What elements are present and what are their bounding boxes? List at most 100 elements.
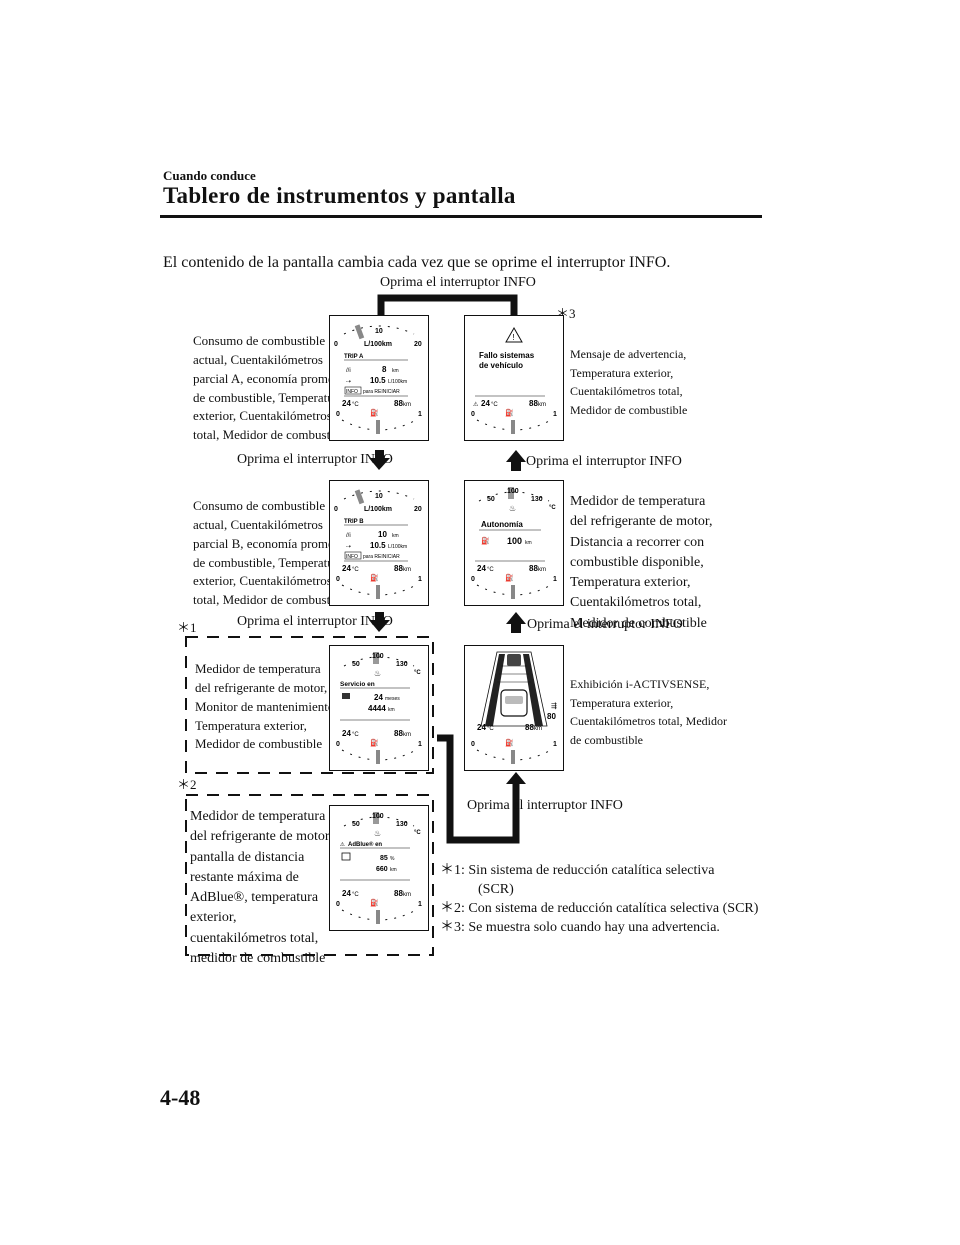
svg-text:1: 1: [418, 576, 422, 583]
svg-text:km: km: [392, 368, 399, 374]
svg-text:8: 8: [382, 365, 387, 374]
svg-text:⛽: ⛽: [505, 573, 514, 582]
desc-isense: Exhibición i-ACTIVSENSE,Temperatura exte…: [570, 677, 727, 747]
svg-text:130: 130: [531, 496, 543, 503]
svg-text:24: 24: [342, 889, 351, 898]
dashed-box-2: [185, 794, 434, 956]
gauge-trip-a: 0 10 20 L/100km TRIP A //i 8 km ⇢ 10.5 L…: [329, 315, 429, 441]
gauge-trip-b: 0 10 20 L/100km TRIP B //i 10 km ⇢ 10.5 …: [329, 480, 429, 606]
svg-text:Autonomía: Autonomía: [481, 520, 523, 529]
svg-text:km: km: [538, 567, 546, 573]
press-label-2: Oprima el interruptor INFO: [526, 454, 682, 469]
svg-text:0: 0: [471, 741, 475, 748]
svg-text:°C: °C: [352, 402, 359, 408]
svg-text:INFO: INFO: [346, 554, 358, 560]
svg-text:km: km: [534, 726, 542, 732]
svg-text:1: 1: [553, 741, 557, 748]
svg-text:km: km: [388, 707, 395, 713]
svg-text:85: 85: [380, 855, 388, 862]
svg-text:10.5: 10.5: [370, 376, 386, 385]
svg-text:⚠: ⚠: [340, 842, 345, 848]
down-arrow-2: [369, 620, 390, 632]
svg-text:°C: °C: [352, 732, 359, 738]
svg-text:24: 24: [342, 399, 351, 408]
svg-text:°C: °C: [352, 892, 359, 898]
svg-text:L/100km: L/100km: [364, 506, 392, 513]
svg-text:0: 0: [336, 576, 340, 583]
svg-text:⛽: ⛽: [481, 536, 490, 545]
svg-text:0: 0: [471, 411, 475, 418]
footnotes: ＊1: Sin sistema de reducción catalítica …: [440, 863, 759, 935]
svg-text:⛽: ⛽: [505, 738, 514, 747]
svg-text:°C: °C: [487, 567, 494, 573]
svg-text:TRIP A: TRIP A: [344, 354, 364, 360]
title-rule: [160, 215, 762, 218]
svg-text:1: 1: [418, 741, 422, 748]
svg-text:km: km: [392, 533, 399, 539]
svg-text:88: 88: [394, 564, 403, 573]
svg-text:0: 0: [336, 901, 340, 908]
svg-text:10: 10: [378, 530, 387, 539]
svg-text:24: 24: [342, 729, 351, 738]
star-1: ＊1: [177, 620, 197, 635]
svg-text:%: %: [390, 856, 395, 862]
svg-text:24: 24: [342, 564, 351, 573]
svg-text:50: 50: [487, 496, 495, 503]
svg-text:24: 24: [374, 693, 383, 702]
coolant-icon: ♨: [509, 504, 516, 513]
svg-text:km: km: [538, 402, 546, 408]
up-arrow-3: [506, 772, 526, 784]
svg-text:24: 24: [481, 399, 490, 408]
warning-triangle-icon: [505, 326, 523, 343]
gauge-warning: ! Fallo sistemas de vehículo ⚠ 24 °C 88 …: [464, 315, 564, 441]
svg-text:130: 130: [396, 821, 408, 828]
svg-text:10: 10: [375, 328, 383, 335]
svg-text:100: 100: [507, 536, 522, 546]
page-title: Tablero de instrumentos y pantalla: [163, 183, 516, 208]
svg-text:Fallo sistemas: Fallo sistemas: [479, 351, 535, 360]
press-label-5: Oprima el interruptor INFO: [467, 798, 623, 813]
svg-text:km: km: [403, 567, 411, 573]
svg-text:80: 80: [547, 712, 556, 721]
svg-text:24: 24: [477, 723, 486, 732]
svg-text:AdBlue® en: AdBlue® en: [348, 841, 382, 848]
svg-text:⛽: ⛽: [505, 408, 514, 417]
coolant-icon: ♨: [374, 829, 381, 838]
svg-text:88: 88: [394, 399, 403, 408]
svg-text:88: 88: [525, 723, 534, 732]
coolant-icon: ♨: [374, 669, 381, 678]
dashed-box-1: [185, 636, 434, 774]
svg-text:88: 88: [529, 564, 538, 573]
svg-text:10.5: 10.5: [370, 541, 386, 550]
svg-text:km: km: [403, 732, 411, 738]
svg-text:km: km: [403, 892, 411, 898]
press-label-4: Oprima el interruptor INFO: [527, 617, 683, 632]
svg-text:⇢: ⇢: [346, 379, 351, 385]
svg-text:1: 1: [553, 411, 557, 418]
svg-text:0: 0: [334, 506, 338, 513]
svg-text:L/100km: L/100km: [364, 341, 392, 348]
svg-text:4444: 4444: [368, 704, 386, 713]
svg-text:88: 88: [529, 399, 538, 408]
svg-text:km: km: [525, 540, 532, 546]
svg-text:L/100km: L/100km: [388, 379, 407, 385]
svg-text:0: 0: [334, 341, 338, 348]
svg-text:°C: °C: [414, 670, 421, 676]
up-arrow-2: [506, 612, 526, 624]
svg-text:⛽: ⛽: [370, 898, 379, 907]
svg-text:1: 1: [418, 411, 422, 418]
page-number: 4-48: [160, 1085, 201, 1110]
svg-text:1: 1: [553, 576, 557, 583]
gauge-range: 50 100 130 °C ♨ Autonomía ⛽ 100 km 24 °C…: [464, 480, 564, 606]
svg-text:°C: °C: [549, 505, 556, 511]
press-label-1: Oprima el interruptor INFO: [237, 452, 393, 467]
calendar-icon: [342, 693, 350, 699]
gauge-adblue: 50 100 130 °C ♨ ⚠ AdBlue® en 85 % 660 km…: [329, 805, 429, 931]
gauge-isense: ⇶ 80 24 °C 88 km 0 1 ⛽: [464, 645, 564, 771]
svg-text://i: //i: [346, 368, 351, 374]
svg-text:20: 20: [414, 506, 422, 513]
